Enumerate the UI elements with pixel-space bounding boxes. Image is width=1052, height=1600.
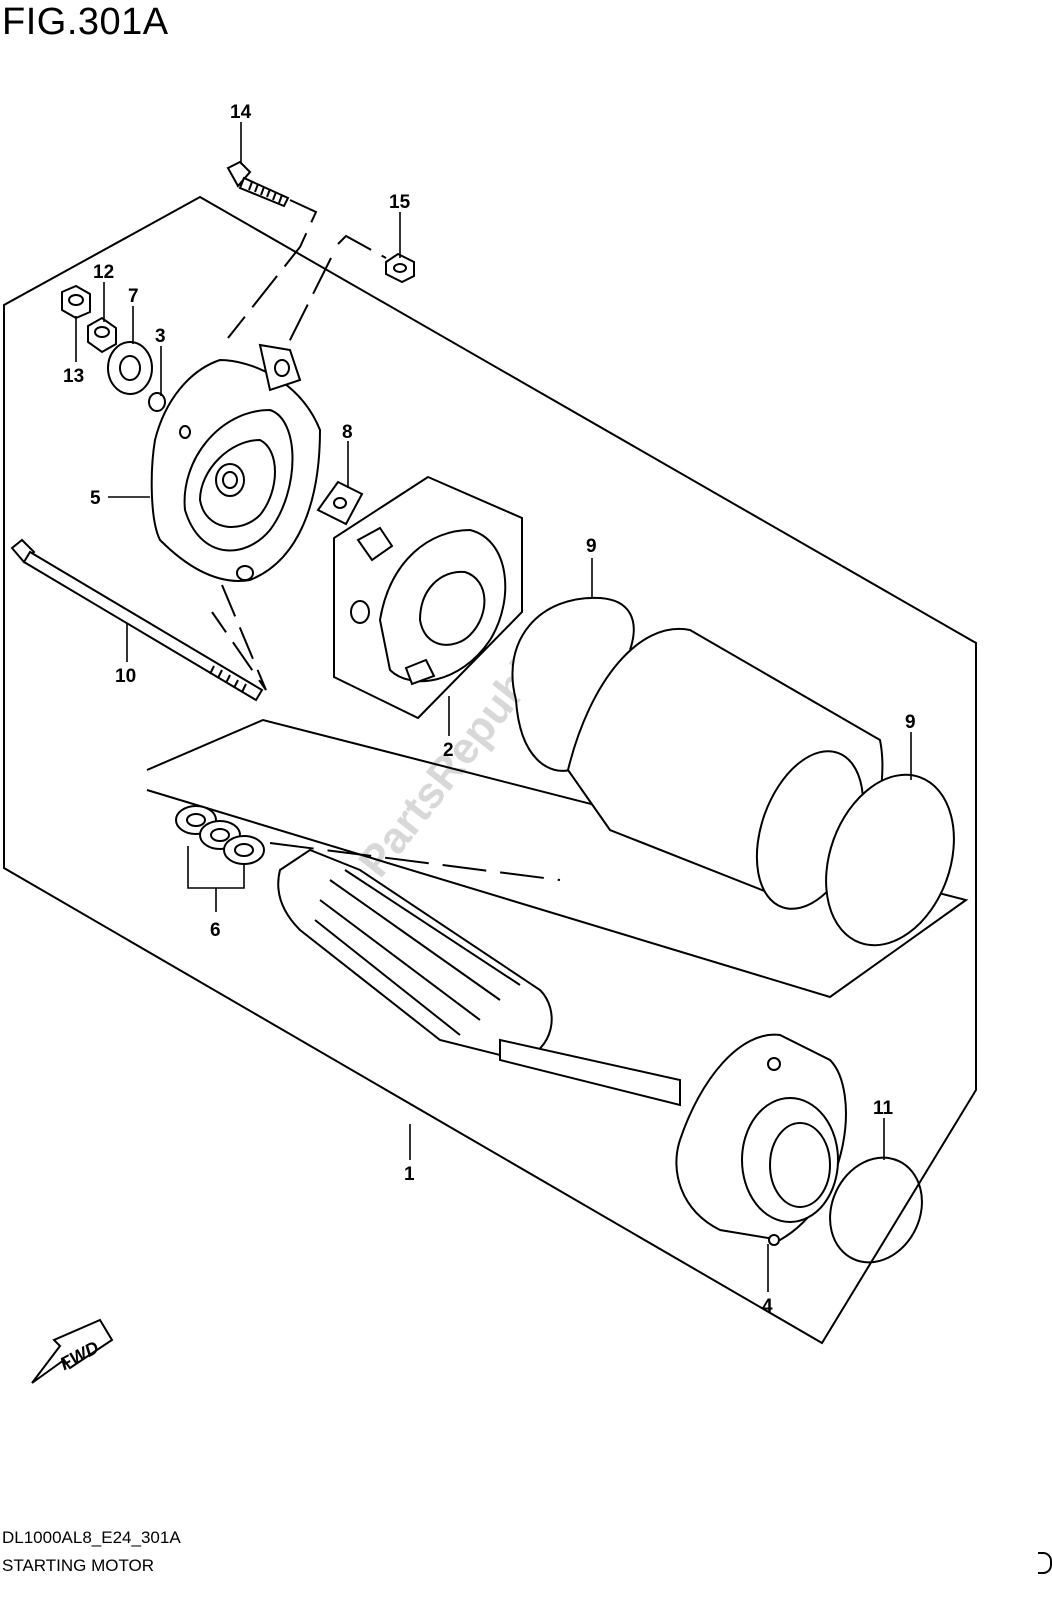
thrust-washers-part-6 (175, 805, 265, 865)
callout-8: 8 (342, 422, 353, 443)
callout-7: 7 (128, 286, 139, 307)
callout-1: 1 (404, 1164, 415, 1185)
rear-housing-part-5 (150, 343, 322, 582)
nut-part-15 (385, 252, 415, 284)
callout-numbers: 14 15 12 7 3 13 8 5 9 10 9 2 6 11 1 4 (63, 102, 916, 1317)
callout-14: 14 (230, 102, 252, 123)
brush-holder-outline (333, 475, 523, 720)
callout-12: 12 (93, 262, 114, 283)
page-edge-mark (1038, 1552, 1052, 1574)
washers-parts-12-13-7-3 (61, 284, 166, 412)
callout-2: 2 (443, 740, 454, 761)
callout-10: 10 (115, 666, 136, 687)
callout-9a: 9 (586, 536, 597, 557)
assembly-outline (3, 195, 977, 1345)
figure-title: FIG.301A (2, 1, 169, 43)
front-housing-part-4 (675, 1033, 847, 1246)
callout-6: 6 (210, 920, 221, 941)
o-ring-part-11 (829, 1156, 923, 1264)
insulator-part-8 (316, 480, 364, 526)
callout-5: 5 (90, 488, 101, 509)
yoke-and-o-rings-part-9 (511, 596, 955, 947)
figure-name: STARTING MOTOR (2, 1556, 155, 1575)
fwd-arrow-icon: FWD (31, 1318, 114, 1384)
callout-leaders (75, 122, 912, 1292)
bolt-part-14 (226, 160, 290, 208)
armature-bracket-outline (146, 718, 969, 999)
brush-holder-part-2 (350, 526, 507, 686)
callout-9b: 9 (905, 712, 916, 733)
callout-13: 13 (63, 366, 84, 387)
callout-11: 11 (873, 1098, 894, 1119)
through-bolt-part-10 (10, 538, 264, 702)
callout-15: 15 (389, 192, 411, 213)
callout-3: 3 (155, 326, 166, 347)
armature (277, 848, 681, 1107)
callout-4: 4 (762, 1296, 773, 1317)
figure-code: DL1000AL8_E24_301A (2, 1528, 181, 1547)
